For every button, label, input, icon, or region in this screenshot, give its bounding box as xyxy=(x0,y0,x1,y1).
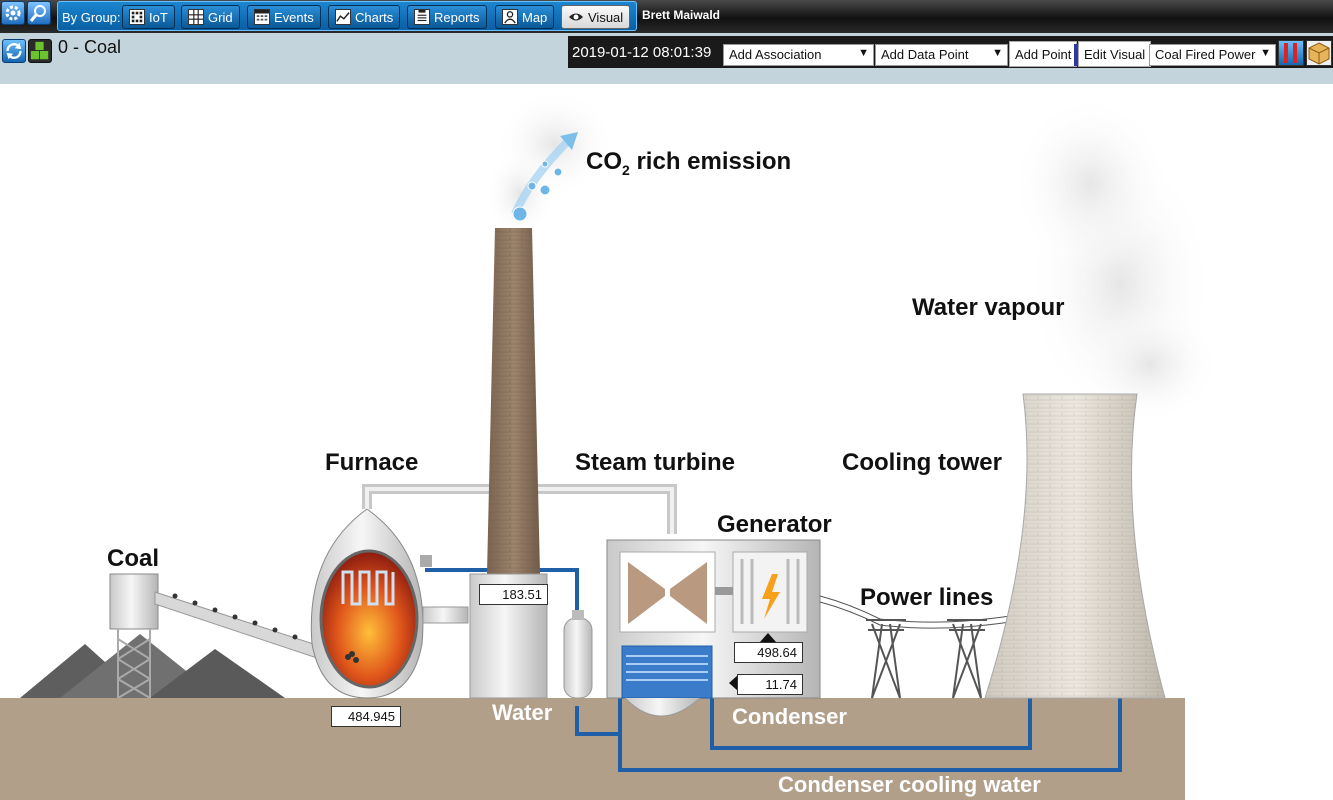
iot-grid-icon xyxy=(129,9,145,25)
iot-button-label: IoT xyxy=(149,9,168,25)
power-plant-diagram: CO2 rich emission Water vapour Furnace S… xyxy=(0,84,1333,800)
label-condenser-cooling-water: Condenser cooling water xyxy=(778,772,1041,797)
page-header: 0 - Coal 2019-01-12 08:01:39 Add Associa… xyxy=(0,33,1333,84)
events-button[interactable]: Events xyxy=(247,5,321,29)
co2-subscript: 2 xyxy=(622,161,630,178)
turbine-generator-unit xyxy=(606,539,821,717)
furnace-value-display[interactable]: 484.945 xyxy=(331,706,401,727)
label-condenser: Condenser xyxy=(732,704,847,729)
user-name[interactable]: Brett Maiwald xyxy=(642,8,721,22)
settings-gear-icon[interactable] xyxy=(1,1,25,25)
add-point-label: Add Point xyxy=(1015,47,1072,62)
cooling-tower xyxy=(984,393,1166,699)
edit-visual-button[interactable]: Edit Visual xyxy=(1078,41,1152,67)
clipboard-icon xyxy=(414,9,430,25)
timestamp: 2019-01-12 08:01:39 xyxy=(572,44,712,61)
divider xyxy=(1074,44,1078,66)
water-vapour-cloud xyxy=(1010,94,1220,424)
chimney-stack xyxy=(469,228,548,699)
group-label: By Group: xyxy=(62,10,121,25)
visual-button[interactable]: Visual xyxy=(561,5,631,29)
grid-button-label: Grid xyxy=(208,9,233,25)
label-power-lines: Power lines xyxy=(860,584,994,611)
top-toolbar: By Group: IoT Grid Events Charts xyxy=(0,0,1333,33)
up-arrow-icon xyxy=(760,633,776,642)
plant-illustration xyxy=(0,89,1220,800)
groups-icon[interactable] xyxy=(28,39,52,63)
visual-select[interactable]: Coal Fired Power ▼ xyxy=(1149,44,1276,66)
left-arrow-icon xyxy=(729,675,738,691)
grid-icon xyxy=(188,9,204,25)
label-furnace: Furnace xyxy=(325,449,419,476)
stack-value-display[interactable]: 183.51 xyxy=(479,584,548,605)
grid-button[interactable]: Grid xyxy=(181,5,240,29)
events-button-label: Events xyxy=(274,9,314,25)
co2-bubbles xyxy=(511,132,578,222)
lightning-icon xyxy=(762,574,780,619)
water-filter-tank xyxy=(563,610,593,699)
condenser-value-display[interactable]: 11.74 xyxy=(737,674,803,695)
add-association-label: Add Association xyxy=(729,47,822,62)
page-title: 0 - Coal xyxy=(58,37,122,57)
reports-button[interactable]: Reports xyxy=(407,5,487,29)
generator-value-display[interactable]: 498.64 xyxy=(734,642,803,663)
map-button-label: Map xyxy=(522,9,548,25)
charts-button[interactable]: Charts xyxy=(328,5,401,29)
search-icon[interactable] xyxy=(27,1,51,25)
visual-button-label: Visual xyxy=(588,9,624,25)
furnace xyxy=(310,508,469,699)
water-pipes xyxy=(425,568,1122,772)
package-icon[interactable] xyxy=(1306,40,1332,66)
add-data-point-select[interactable]: Add Data Point ▼ xyxy=(875,44,1008,66)
map-button[interactable]: Map xyxy=(495,5,555,29)
label-water: Water xyxy=(492,700,553,725)
label-coal: Coal xyxy=(107,545,160,572)
dropdown-arrow-icon: ▼ xyxy=(1260,47,1271,59)
co2-rest-text: rich emission xyxy=(629,148,792,175)
charts-button-label: Charts xyxy=(355,9,394,25)
power-lines xyxy=(819,595,1011,699)
add-data-point-label: Add Data Point xyxy=(881,47,969,62)
label-co2-emission: CO2 rich emission xyxy=(586,148,791,178)
add-point-button[interactable]: Add Point xyxy=(1009,41,1078,67)
add-association-select[interactable]: Add Association ▼ xyxy=(723,44,874,66)
iot-button[interactable]: IoT xyxy=(122,5,175,29)
eye-icon xyxy=(568,9,584,25)
group-button-bar: By Group: IoT Grid Events Charts xyxy=(57,1,637,31)
co2-text: CO xyxy=(586,148,622,175)
dropdown-arrow-icon: ▼ xyxy=(858,47,869,59)
layout-toggle-icon[interactable] xyxy=(1278,40,1304,66)
label-generator: Generator xyxy=(717,511,832,538)
chart-icon xyxy=(335,9,351,25)
reports-button-label: Reports xyxy=(434,9,480,25)
edit-visual-label: Edit Visual xyxy=(1084,47,1146,62)
label-steam-turbine: Steam turbine xyxy=(575,449,736,476)
visual-controls: 2019-01-12 08:01:39 Add Association ▼ Ad… xyxy=(568,36,1333,68)
dropdown-arrow-icon: ▼ xyxy=(992,47,1003,59)
calendar-icon xyxy=(254,9,270,25)
label-cooling-tower: Cooling tower xyxy=(842,449,1002,476)
visual-select-label: Coal Fired Power xyxy=(1155,47,1256,62)
coal-conveyor xyxy=(109,573,351,699)
refresh-icon[interactable] xyxy=(2,39,26,63)
coal-piles xyxy=(20,634,285,698)
label-water-vapour: Water vapour xyxy=(912,294,1065,321)
map-person-icon xyxy=(502,9,518,25)
